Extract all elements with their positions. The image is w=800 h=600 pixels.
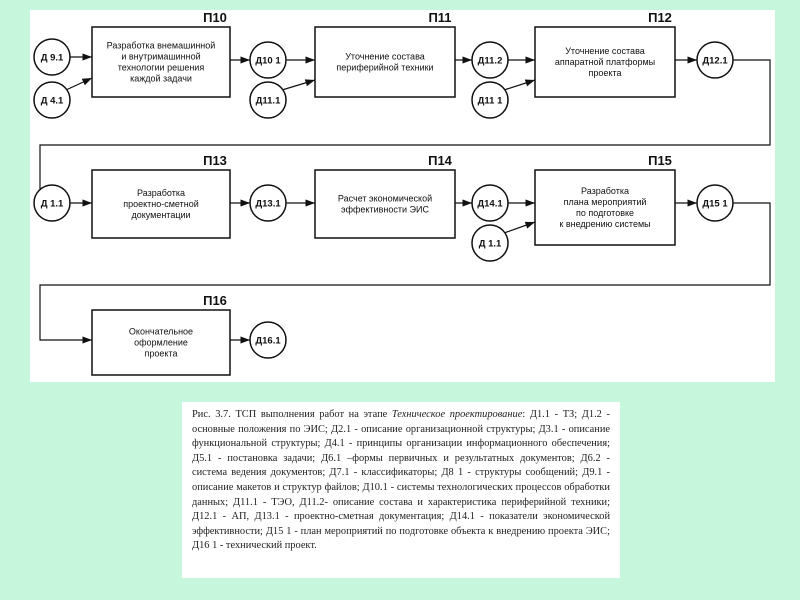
document-node: Д16.1 [249, 321, 287, 359]
document-circle [249, 81, 287, 119]
process-box [314, 169, 456, 239]
process-label-line: технологии решения [118, 63, 205, 73]
process-label-line: проекта [145, 349, 178, 359]
document-label: Д11.1 [256, 96, 281, 107]
document-node: Д11 1 [471, 81, 509, 119]
process-label-line: проектно-сметной [123, 199, 199, 209]
document-circle [33, 184, 71, 222]
document-circle [471, 41, 509, 79]
document-node: Д 1.1 [471, 224, 509, 262]
document-circle [249, 41, 287, 79]
process-label-line: по подготовке [576, 208, 634, 218]
process-П13: П13Разработкапроектно-сметнойдокументаци… [91, 153, 231, 239]
process-label-line: проекта [589, 68, 622, 78]
process-label-line: Разработка [137, 188, 185, 198]
document-label: Д 1.1 [479, 239, 502, 250]
document-circle [249, 321, 287, 359]
document-label: Д11.2 [478, 56, 503, 67]
document-circle [696, 184, 734, 222]
document-label: Д 1.1 [41, 199, 64, 210]
document-circle [471, 184, 509, 222]
document-node: Д11.1 [249, 81, 287, 119]
process-label-line: плана мероприятий [564, 197, 647, 207]
document-node: Д 9.1 [33, 38, 71, 76]
document-node: Д12.1 [696, 41, 734, 79]
document-node: Д 4.1 [33, 81, 71, 119]
process-label-line: периферийной техники [336, 63, 433, 73]
process-box [314, 26, 456, 98]
process-label-line: Уточнение состава [565, 46, 645, 56]
document-circle [33, 81, 71, 119]
process-label-line: Уточнение состава [345, 52, 425, 62]
document-node: Д 1.1 [33, 184, 71, 222]
document-label: Д15 1 [702, 199, 728, 210]
process-id: П10 [203, 10, 227, 25]
document-label: Д11 1 [478, 96, 503, 107]
process-box [91, 26, 231, 98]
document-label: Д 4.1 [41, 96, 64, 107]
process-box [534, 169, 676, 246]
process-box [91, 169, 231, 239]
process-id: П14 [428, 153, 453, 168]
document-node: Д11.2 [471, 41, 509, 79]
process-label-line: Разработка внемашинной [107, 41, 216, 51]
process-id: П15 [648, 153, 672, 168]
process-box [534, 26, 676, 98]
process-label-line: и внутримашинной [121, 52, 200, 62]
document-circle [471, 224, 509, 262]
document-circle [696, 41, 734, 79]
document-label: Д14.1 [477, 199, 503, 210]
document-circle [471, 81, 509, 119]
document-node: Д13.1 [249, 184, 287, 222]
document-label: Д12.1 [702, 56, 728, 67]
caption-stage: Техническое проектирование [391, 409, 523, 420]
document-node: Д14.1 [471, 184, 509, 222]
document-label: Д16.1 [255, 336, 281, 347]
connectors [39, 53, 771, 344]
process-id: П11 [428, 10, 451, 25]
process-label-line: эффективности ЭИС [341, 205, 429, 215]
process-label-line: Расчет экономической [338, 194, 432, 204]
process-label-line: документации [131, 210, 190, 220]
document-label: Д10 1 [255, 56, 281, 67]
process-label-line: Разработка [581, 186, 629, 196]
document-circle [249, 184, 287, 222]
process-label-line: каждой задачи [130, 74, 192, 84]
document-label: Д 9.1 [41, 53, 64, 64]
caption-body: : Д1.1 - ТЗ; Д1.2 - основные положения п… [192, 409, 610, 552]
figure-caption: Рис. 3.7. ТСП выполнения работ на этапе … [182, 402, 620, 578]
process-id: П12 [648, 10, 672, 25]
document-circle [33, 38, 71, 76]
process-id: П13 [203, 153, 227, 168]
process-id: П16 [203, 293, 227, 308]
process-box [91, 309, 231, 376]
document-label: Д13.1 [255, 199, 281, 210]
process-label-line: к внедрению системы [559, 219, 650, 229]
process-label-line: оформление [134, 338, 188, 348]
document-node: Д10 1 [249, 41, 287, 79]
process-label-line: аппаратной платформы [555, 57, 655, 67]
caption-prefix: Рис. 3.7. ТСП выполнения работ на этапе [192, 409, 392, 420]
document-node: Д15 1 [696, 184, 734, 222]
process-label-line: Окончательное [129, 327, 193, 337]
